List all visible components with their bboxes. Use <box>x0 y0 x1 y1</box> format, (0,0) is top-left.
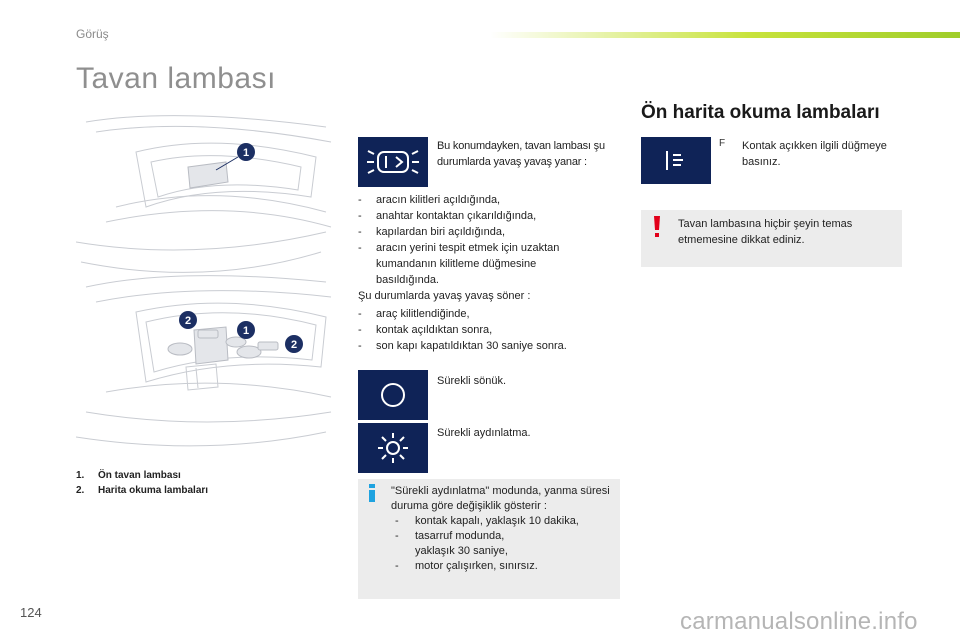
watermark: carmanualsonline.info <box>680 608 918 635</box>
reading-lamp-icon <box>641 137 711 184</box>
info-note-intro: "Sürekli aydınlatma" modunda, yanma süre… <box>391 485 610 512</box>
section-title: Görüş <box>76 27 109 41</box>
sun-icon <box>358 423 428 473</box>
list-item: aracın kilitleri açıldığında, <box>358 192 623 208</box>
warning-icon <box>651 215 663 239</box>
list-item: kontak açıldıktan sonra, <box>358 322 623 338</box>
door-light-icon <box>358 137 428 187</box>
list-item: anahtar kontaktan çıkarıldığında, <box>358 208 623 224</box>
list-item: araç kilitlendiğinde, <box>358 306 623 322</box>
list-item: aracın yerini tespit etmek için uzaktan … <box>358 240 598 288</box>
circle-off-icon <box>358 370 428 420</box>
svg-text:2: 2 <box>185 315 191 327</box>
ceiling-console-illustration: 1 2 1 2 <box>76 115 332 447</box>
caption-1: 1.Ön tavan lambası <box>76 470 181 481</box>
warning-box <box>641 210 902 267</box>
svg-text:2: 2 <box>291 339 297 351</box>
illustration-captions: 1.Ön tavan lambası 2.Harita okuma lambal… <box>76 468 208 498</box>
light-off-intro: Şu durumlarda yavaş yavaş söner : <box>358 290 531 302</box>
list-item: kontak kapalı, yaklaşık 10 dakika, <box>391 514 616 529</box>
always-off-label: Sürekli sönük. <box>437 375 507 387</box>
list-item: kapılardan biri açıldığında, <box>358 224 623 240</box>
light-on-list: aracın kilitleri açıldığında, anahtar ko… <box>358 192 623 288</box>
warning-text: Tavan lambasına hiçbir şeyin temas etmem… <box>678 218 853 246</box>
reading-lamp-instruction: Kontak açıkken ilgili düğmeye basınız. <box>742 140 887 168</box>
header-accent-bar <box>490 32 960 38</box>
list-item: tasarruf modunda, yaklaşık 30 saniye, <box>391 529 545 559</box>
check-bullet-icon: F <box>719 138 726 149</box>
badge-lamp-2-right: 2 <box>285 335 303 353</box>
reading-lamps-heading: Ön harita okuma lambaları <box>641 102 880 123</box>
always-on-label: Sürekli aydınlatma. <box>437 427 531 439</box>
caption-2: 2.Harita okuma lambaları <box>76 485 209 496</box>
light-off-list: araç kilitlendiğinde, kontak açıldıktan … <box>358 306 623 354</box>
door-mode-intro: Bu konumdayken, tavan lambası şu durumla… <box>437 140 605 168</box>
badge-lamp-1-bottom: 1 <box>237 321 255 339</box>
info-note-text: "Sürekli aydınlatma" modunda, yanma süre… <box>391 484 616 574</box>
badge-lamp-1-top: 1 <box>237 143 255 161</box>
page-number: 124 <box>20 605 42 620</box>
page-title: Tavan lambası <box>76 62 276 95</box>
info-icon <box>365 483 379 503</box>
svg-text:1: 1 <box>243 147 249 159</box>
list-item: son kapı kapatıldıktan 30 saniye sonra. <box>358 338 623 354</box>
badge-lamp-2-left: 2 <box>179 311 197 329</box>
list-item: motor çalışırken, sınırsız. <box>391 559 616 574</box>
svg-text:1: 1 <box>243 325 249 337</box>
